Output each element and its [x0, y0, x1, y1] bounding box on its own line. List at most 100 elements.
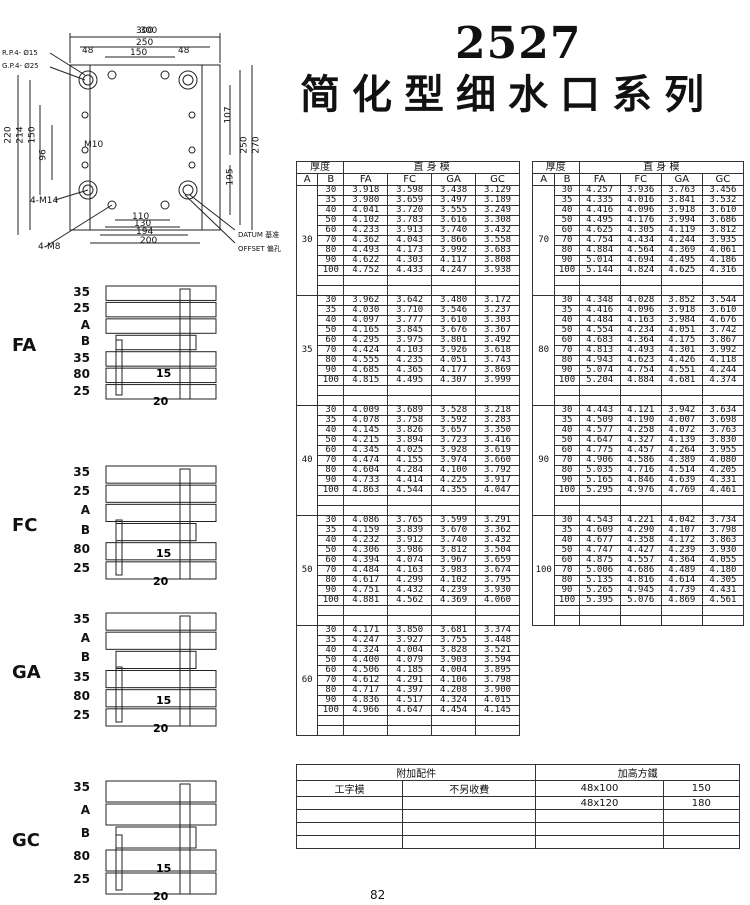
thickness-b-cell: 60: [317, 335, 345, 346]
price-cell: 4.577: [578, 425, 621, 436]
price-cell: 3.866: [431, 235, 477, 246]
dim-250-v: 250: [239, 136, 250, 154]
price-cell: 4.177: [431, 365, 477, 376]
price-cell: 4.365: [387, 365, 433, 376]
blank-row: [533, 395, 745, 406]
thickness-b-cell: 40: [554, 205, 580, 216]
price-cell: 3.432: [475, 225, 520, 236]
thickness-b-cell: 40: [554, 535, 580, 546]
plate-layer: [105, 780, 217, 803]
dim-130: 130: [134, 219, 152, 229]
price-cell: 4.258: [619, 425, 662, 436]
price-cell: 4.685: [343, 365, 389, 376]
price-cell: 4.484: [578, 315, 621, 326]
price-cell: 3.598: [387, 185, 433, 196]
offset-label: OFFSET 偏孔: [238, 245, 281, 253]
price-cell: 3.448: [475, 635, 520, 646]
plate-layer: [105, 351, 217, 367]
acc-header-left: 附加配件: [295, 764, 537, 781]
thickness-a-cell: 40: [295, 405, 319, 516]
price-cell: 3.660: [475, 455, 520, 466]
plate-layer: [105, 708, 217, 727]
price-cell: 4.617: [343, 575, 389, 586]
price-cell: 4.061: [701, 245, 745, 256]
thickness-b-cell: 50: [317, 325, 345, 336]
price-cell: 5.144: [578, 265, 621, 276]
price-cell: 3.619: [475, 445, 520, 456]
price-cell: 4.244: [701, 365, 745, 376]
price-cell: 4.284: [387, 465, 433, 476]
price-cell: 4.175: [660, 335, 703, 346]
dim-label: A: [80, 803, 90, 817]
price-cell: 4.454: [431, 705, 477, 716]
price-cell: 4.564: [619, 245, 662, 256]
page-number: 82: [370, 888, 386, 902]
dim-label: A: [80, 631, 90, 646]
header-thickness-r: 厚度: [532, 161, 580, 174]
thickness-b-cell: 30: [554, 185, 580, 196]
thickness-b-cell: 60: [554, 555, 580, 566]
m10-label: M10: [84, 140, 104, 150]
price-cell: 3.689: [387, 405, 433, 416]
price-cell: 4.172: [660, 535, 703, 546]
price-cell: 4.074: [387, 555, 433, 566]
price-cell: 3.681: [431, 625, 477, 636]
price-cell: 4.247: [343, 635, 389, 646]
price-cell: 4.239: [660, 545, 703, 556]
price-cell: 5.295: [578, 485, 621, 496]
thickness-b-cell: 90: [317, 255, 345, 266]
thickness-b-cell: 70: [317, 675, 345, 686]
price-cell: 3.962: [343, 295, 389, 306]
thickness-b-cell: 80: [317, 685, 345, 696]
blank-row: [533, 505, 745, 516]
thickness-b-cell: 100: [554, 375, 580, 386]
price-cell: 5.006: [578, 565, 621, 576]
price-cell: 4.495: [387, 375, 433, 386]
price-cell: 4.414: [387, 475, 433, 486]
price-cell: 3.798: [475, 675, 520, 686]
price-cell: 3.758: [387, 415, 433, 426]
thickness-b-cell: 40: [317, 205, 345, 216]
price-cell: 4.041: [343, 205, 389, 216]
thickness-b-cell: 90: [554, 255, 580, 266]
price-cell: 5.204: [578, 375, 621, 386]
price-cell: 4.030: [343, 305, 389, 316]
dim-48-right: 48: [178, 46, 190, 56]
price-cell: 3.657: [431, 425, 477, 436]
price-cell: 4.432: [387, 585, 433, 596]
dim-110: 110: [132, 212, 150, 222]
price-cell: 4.117: [431, 255, 477, 266]
thickness-b-cell: 30: [317, 405, 345, 416]
dim-label: 25: [73, 484, 90, 499]
price-cell: 4.301: [660, 345, 703, 356]
dim-label: 80: [73, 541, 90, 556]
price-cell: 4.551: [660, 365, 703, 376]
price-cell: 4.461: [701, 485, 745, 496]
price-cell: 4.824: [619, 265, 662, 276]
price-cell: 3.610: [431, 315, 477, 326]
m8-label: 4-M8: [38, 242, 61, 252]
price-cell: 4.159: [343, 525, 389, 536]
price-cell: 3.616: [431, 215, 477, 226]
price-cell: 4.457: [619, 445, 662, 456]
price-cell: 4.561: [701, 595, 745, 606]
guide-pin: [179, 288, 191, 400]
price-cell: 3.676: [431, 325, 477, 336]
price-cell: 4.051: [660, 325, 703, 336]
price-cell: 4.208: [431, 685, 477, 696]
blank-row: [533, 285, 745, 296]
thickness-b-cell: 50: [554, 545, 580, 556]
price-cell: 3.670: [431, 525, 477, 536]
support-pin: [115, 519, 123, 576]
price-cell: 3.492: [475, 335, 520, 346]
